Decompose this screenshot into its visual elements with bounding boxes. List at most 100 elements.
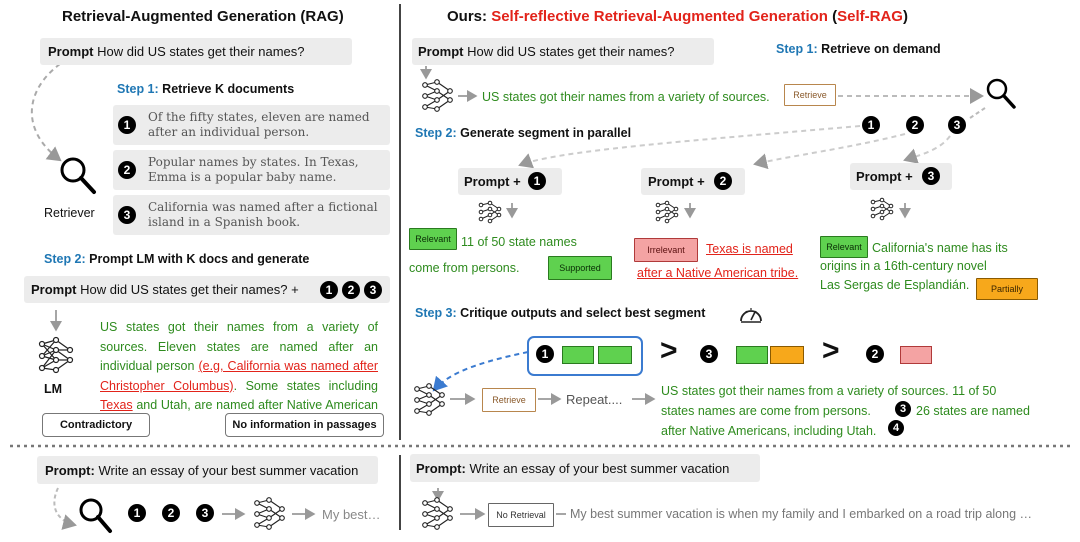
network-icon [655,200,679,224]
number-badge-2: 2 [906,116,924,134]
segment-1-line2: come from persons. [409,261,520,275]
step-label: Step 1: [776,42,818,56]
relevant-mark [562,346,594,364]
network-icon [414,383,445,416]
final-line-2: states names are come from persons. [661,401,871,421]
doc-text-3: California was named after a fictional i… [148,200,378,229]
output-error-2: Texas [100,398,133,412]
step-label: Step 1: [117,82,159,96]
title-prefix: Ours: [447,8,492,25]
rag-prompt: Prompt How did US states get their names… [48,44,305,59]
greater-than: > [660,334,678,367]
number-badge-4: 4 [888,420,904,436]
network-icon [422,497,453,530]
output-text: US states got their names from a variety… [100,320,378,373]
title-highlight: Self-reflective Retrieval-Augmented Gene… [491,8,828,25]
step-label: Step 3: [415,306,457,320]
rag-title: Retrieval-Augmented Generation (RAG) [62,8,344,25]
first-segment: US states got their names from a variety… [482,90,770,104]
step-label: Step 2: [44,252,86,266]
bottom-left-prompt-box [37,456,378,484]
prompt-label: Prompt [48,44,94,59]
prompt-plus-label: Prompt + [648,174,705,189]
rag-step1: Step 1: Retrieve K documents [117,82,294,96]
prompt-plus-label: Prompt + [856,169,913,184]
network-icon [38,336,74,374]
rag-prompt-box [40,38,352,65]
step-label: Step 2: [415,126,457,140]
number-badge-2: 2 [162,504,180,522]
segment-3-line2: origins in a 16th-century novel [820,259,987,273]
network-icon [870,197,894,221]
no-retrieval-tag: No Retrieval [488,503,554,527]
segment-1-line1: 11 of 50 state names [461,235,577,249]
number-badge-3: 3 [364,281,382,299]
prompt-label: Prompt: [416,461,466,476]
doc-box-3 [113,195,390,235]
segment-2-text: Texas is named [706,242,793,256]
number-badge-2: 2 [714,172,732,190]
segment-2-line1: Texas is named [706,242,793,256]
number-badge-1: 1 [862,116,880,134]
partially-mark [770,346,804,364]
relevant-mark [736,346,768,364]
speedometer-icon [740,308,762,323]
prompt-label: Prompt: [45,463,95,478]
supported-tag: Supported [548,256,612,280]
title-paren: ) [902,8,908,25]
segment-2-line2: after a Native American tribe. [637,266,798,280]
prompt-text: Write an essay of your best summer vacat… [469,461,730,476]
segment-2-text: after a Native American tribe. [637,266,799,280]
output-error-1: (e.g, California was named after Christo… [100,359,378,393]
contradictory-label: Contradictory [42,413,150,437]
final-line-1: US states got their names from a variety… [661,384,997,398]
final-line-2b: 26 states are named [916,404,1030,418]
repeat-text: Repeat.... [566,392,623,407]
prompt-text: Write an essay of your best summer vacat… [98,463,359,478]
irrelevant-mark [900,346,932,364]
segment-3-line1: California's name has its [872,241,1008,255]
supported-mark [598,346,632,364]
prompt-label: Prompt [31,282,77,297]
search-icon [60,157,96,194]
step-text: Prompt LM with K docs and generate [89,252,310,266]
number-badge-3: 3 [118,206,136,224]
number-badge-2: 2 [342,281,360,299]
title-paren: ( [827,8,838,25]
selfrag-step3: Step 3: Critique outputs and select best… [415,306,705,320]
selfrag-step1: Step 1: Retrieve on demand [776,42,941,56]
network-icon [422,79,453,112]
retriever-label: Retriever [44,206,95,220]
relevant-tag: Relevant [409,228,457,250]
no-info-label: No information in passages [225,413,384,437]
number-badge-1: 1 [536,345,554,363]
step-text: Critique outputs and select best segment [460,306,706,320]
bottom-right-prompt: Prompt: Write an essay of your best summ… [416,461,729,476]
step-text: Retrieve K documents [162,82,295,96]
prompt-text: How did US states get their names? [467,44,675,59]
final-text: states names are come from persons. [661,404,871,418]
rag-prompt2: Prompt How did US states get their names… [31,282,299,297]
lm-label: LM [44,382,63,396]
selfrag-prompt: Prompt How did US states get their names… [418,44,675,59]
bottom-right-prompt-box [410,454,760,482]
doc-text-2: Popular names by states. In Texas, Emma … [148,155,359,184]
retrieve-tag: Retrieve [784,84,836,106]
step-text: Generate segment in parallel [460,126,632,140]
prompt-text: How did US states get their names? + [80,282,299,297]
rag-output: US states got their names from a variety… [100,318,378,435]
number-badge-1: 1 [528,172,546,190]
doc-box-2 [113,150,390,190]
number-badge-3: 3 [196,504,214,522]
bottom-right-output: My best summer vacation is when my famil… [570,507,1033,521]
prompt-text: How did US states get their names? [97,44,305,59]
number-badge-1: 1 [320,281,338,299]
bottom-left-prompt: Prompt: Write an essay of your best summ… [45,463,358,478]
search-icon [79,498,112,533]
network-icon [478,200,502,224]
doc-box-1 [113,105,390,145]
step-text: Retrieve on demand [821,42,941,56]
self-rag-title: Ours: Self-reflective Retrieval-Augmente… [447,8,908,25]
number-badge-3: 3 [700,345,718,363]
